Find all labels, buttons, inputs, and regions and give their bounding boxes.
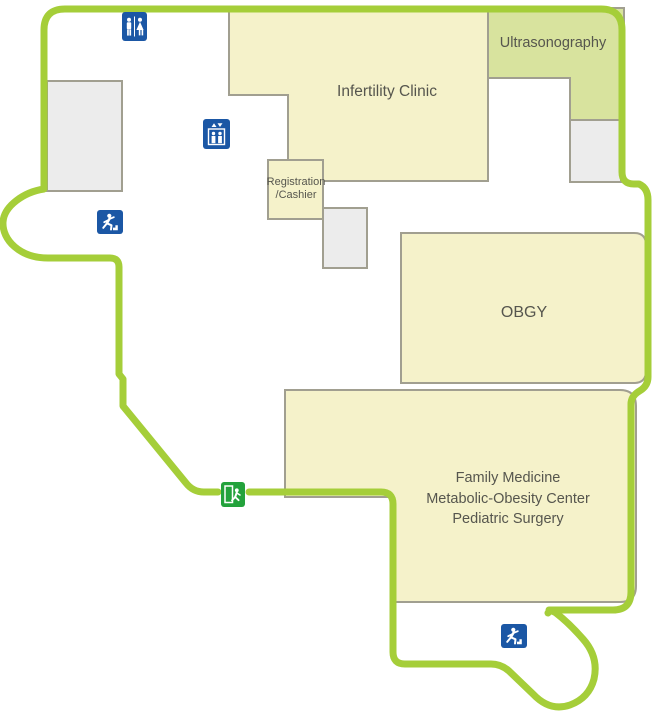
- room-infertility-clinic: [228, 7, 489, 182]
- room-registration-cashier: [267, 159, 324, 220]
- restroom-icon: [122, 12, 147, 41]
- room-gray-top-left: [46, 80, 123, 192]
- elevator-icon: [203, 119, 230, 149]
- room-obgy: [400, 232, 647, 384]
- corridor-outline-path: [0, 5, 652, 711]
- room-gray-middle: [322, 207, 368, 269]
- emergency-exit-run-icon-bottom: [501, 624, 527, 648]
- room-family-medicine: [284, 389, 637, 603]
- room-gray-right: [569, 119, 622, 183]
- room-ultrasonography: [487, 7, 625, 121]
- exit-door-icon: [221, 482, 245, 507]
- emergency-exit-run-icon-left: [97, 210, 123, 234]
